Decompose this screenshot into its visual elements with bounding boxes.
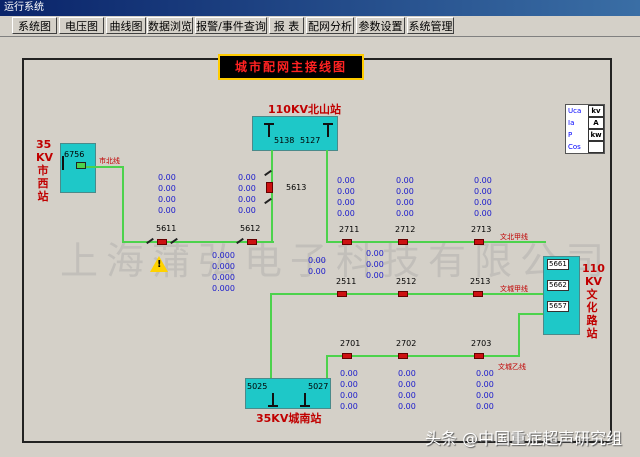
menu-data-browse[interactable]: 数据浏览	[147, 17, 193, 34]
menu-system-diagram[interactable]: 系统图	[12, 17, 57, 34]
diagram-title: 城市配网主接线图	[218, 54, 364, 80]
feeder-wenbei-label: 文北甲线	[500, 233, 528, 241]
south-station-bus[interactable]	[245, 378, 331, 409]
north-transformer-icon-2	[323, 123, 333, 137]
menu-bar: 系统图 电压图 曲线图 数据浏览 报警/事件查询 报 表 配网分析 参数设置 系…	[0, 16, 640, 37]
line-west-down	[122, 166, 124, 242]
breaker-5613[interactable]	[266, 182, 273, 193]
line-270x-riser	[518, 313, 520, 357]
line-270x	[326, 355, 520, 357]
south-transformer-icon-2	[300, 393, 310, 407]
breaker-5611-label: 5611	[156, 224, 177, 233]
north-switch-5138[interactable]: 5138	[274, 136, 295, 145]
west-switch-6756[interactable]: 6756	[64, 150, 85, 159]
breaker-2512-label: 2512	[396, 277, 417, 286]
south-station-label: 35KV城南站	[256, 412, 322, 425]
menu-report[interactable]: 报 表	[269, 17, 304, 34]
breaker-2712[interactable]	[398, 239, 408, 245]
wenhua-station-unit: KV	[585, 275, 603, 288]
line-north-left-down	[271, 150, 273, 242]
menu-curve-diagram[interactable]: 曲线图	[106, 17, 146, 34]
breaker-2513-label: 2513	[470, 277, 491, 286]
north-station-label: 110KV北山站	[268, 103, 341, 116]
menu-network-analysis[interactable]: 配网分析	[306, 17, 354, 34]
breaker-2703-label: 2703	[471, 339, 492, 348]
breaker-2511[interactable]	[337, 291, 347, 297]
breaker-5612-label: 5612	[240, 224, 261, 233]
line-27xx	[326, 241, 546, 243]
breaker-5612[interactable]	[247, 239, 257, 245]
line-25xx	[270, 293, 546, 295]
wenhua-station-name: 文化路站	[586, 288, 598, 340]
breaker-2513[interactable]	[473, 291, 483, 297]
line-270x-end	[518, 313, 546, 315]
line-south-right-up	[326, 355, 328, 385]
warning-icon[interactable]: !	[150, 256, 168, 272]
breaker-5611[interactable]	[157, 239, 167, 245]
breaker-2713[interactable]	[474, 239, 484, 245]
south-switch-5027[interactable]: 5027	[308, 382, 329, 391]
line-north-right-down	[326, 150, 328, 242]
west-station-name: 市西站	[37, 164, 49, 203]
north-switch-5127[interactable]: 5127	[300, 136, 321, 145]
west-transformer-icon	[62, 156, 64, 170]
breaker-2703[interactable]	[474, 353, 484, 359]
breaker-2711[interactable]	[342, 239, 352, 245]
feeder-wencheng-a-label: 文城甲线	[500, 285, 528, 293]
line-5611-5612	[122, 241, 274, 243]
west-station-bus[interactable]	[60, 143, 96, 193]
west-feeder-label: 市北线	[99, 157, 120, 165]
breaker-2711-label: 2711	[339, 225, 360, 234]
west-switch-indicator	[76, 162, 86, 169]
north-station-bus[interactable]	[252, 116, 338, 151]
breaker-2713-label: 2713	[471, 225, 492, 234]
wenhua-switch-5657[interactable]: 5657	[547, 301, 569, 312]
line-27xx-end	[528, 241, 546, 243]
west-station-voltage: 35	[36, 138, 52, 151]
menu-system-management[interactable]: 系统管理	[407, 17, 454, 34]
breaker-2702-label: 2702	[396, 339, 417, 348]
breaker-2712-label: 2712	[395, 225, 416, 234]
breaker-2701[interactable]	[342, 353, 352, 359]
feeder-wencheng-b-label: 文城乙线	[498, 363, 526, 371]
wenhua-switch-5661[interactable]: 5661	[547, 259, 569, 270]
line-west-out	[86, 166, 124, 168]
line-south-left-up	[270, 293, 272, 385]
credit-watermark: 头条 @中国重症超声研究组	[425, 429, 623, 448]
breaker-2701-label: 2701	[340, 339, 361, 348]
menu-alarm-query[interactable]: 报警/事件查询	[195, 17, 267, 34]
breaker-2511-label: 2511	[336, 277, 357, 286]
west-station-unit: KV	[36, 151, 54, 164]
wenhua-switch-5662[interactable]: 5662	[547, 280, 569, 291]
north-transformer-icon-1	[264, 123, 274, 137]
window-title: 运行系统	[0, 0, 640, 16]
breaker-2512[interactable]	[398, 291, 408, 297]
south-switch-5025[interactable]: 5025	[247, 382, 268, 391]
wenhua-station-voltage: 110	[582, 262, 605, 275]
breaker-2702[interactable]	[398, 353, 408, 359]
menu-voltage-diagram[interactable]: 电压图	[59, 17, 104, 34]
menu-parameter-settings[interactable]: 参数设置	[356, 17, 405, 34]
breaker-5613-label: 5613	[286, 183, 307, 192]
south-transformer-icon-1	[268, 393, 278, 407]
